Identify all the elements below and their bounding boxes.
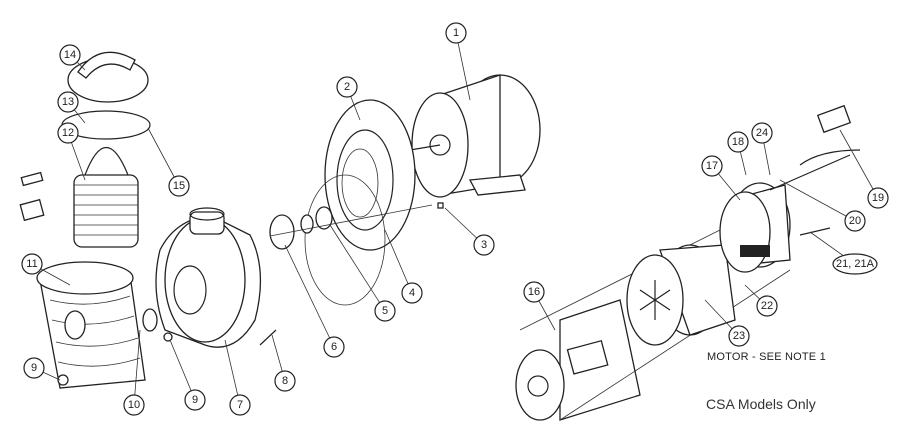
callout-19: 19 (839, 129, 889, 209)
callout-17: 17 (701, 155, 741, 201)
seal-plate (304, 99, 416, 306)
small-hardware (19, 171, 444, 386)
callout-number: 19 (872, 192, 884, 204)
callout-4: 4 (384, 229, 423, 304)
callout-8: 8 (271, 334, 296, 392)
callout-23: 23 (704, 299, 750, 347)
lid-oring-and-lid (61, 51, 151, 140)
callout-14: 14 (59, 44, 86, 71)
callout-22: 22 (744, 284, 778, 317)
leader-line (224, 339, 241, 406)
leader-line (133, 329, 141, 406)
callout-21-21A: 21, 21A (809, 231, 878, 275)
callout-circle (523, 281, 545, 303)
leader-line (169, 339, 196, 401)
callout-circle (168, 175, 190, 197)
callout-circle (756, 295, 778, 317)
callout-number: 14 (64, 49, 76, 61)
callout-circle (473, 234, 495, 256)
callout-circle (23, 357, 45, 379)
callout-number: 8 (282, 375, 288, 387)
callout-circle (229, 394, 251, 416)
callout-number: 6 (331, 341, 337, 353)
callout-circle (832, 253, 878, 275)
callout-15: 15 (147, 127, 190, 197)
callout-2: 2 (336, 76, 361, 121)
callout-number: 22 (761, 300, 773, 312)
leader-line (147, 127, 180, 187)
callout-number: 20 (849, 215, 861, 227)
callout-number: 18 (732, 136, 744, 148)
callout-number: 9 (31, 362, 37, 374)
callout-13: 13 (57, 91, 86, 124)
callout-6: 6 (284, 244, 345, 358)
callout-circle (274, 370, 296, 392)
callout-circle (751, 122, 773, 144)
callout-5: 5 (329, 224, 396, 322)
callout-circle (57, 122, 79, 144)
callout-number: 11 (26, 258, 37, 270)
callout-number: 17 (706, 160, 718, 172)
motor-note: MOTOR - SEE NOTE 1 (707, 351, 826, 363)
callout-number: 9 (192, 394, 198, 406)
callout-number: 4 (409, 287, 415, 299)
impeller-and-seal (269, 204, 433, 250)
callout-number: 16 (528, 286, 540, 298)
callout-24: 24 (751, 122, 773, 176)
callout-number: 24 (756, 127, 768, 139)
callout-circle (727, 131, 749, 153)
callout-circle (21, 253, 43, 275)
callout-1: 1 (445, 22, 471, 101)
pump-motor (409, 74, 541, 198)
callout-number: 13 (62, 96, 74, 108)
callout-3: 3 (444, 207, 495, 256)
callout-circle (728, 325, 750, 347)
callout-circle (374, 300, 396, 322)
callout-circle (336, 76, 358, 98)
leader-line (384, 229, 413, 294)
leader-line (455, 32, 471, 101)
strainer-pot (36, 261, 158, 389)
callout-10: 10 (123, 329, 145, 416)
pump-housing (155, 207, 262, 348)
leader-line (779, 179, 856, 222)
callout-20: 20 (779, 179, 866, 232)
callout-number: 3 (481, 239, 487, 251)
csa-motor (515, 104, 861, 421)
leader-line (839, 129, 879, 199)
callout-circle (184, 389, 206, 411)
leader-line (284, 244, 335, 348)
callout-circle (401, 282, 423, 304)
leader-line (329, 224, 386, 312)
callout-9: 9 (23, 357, 61, 381)
callout-circle (844, 210, 866, 232)
callout-number: 7 (237, 399, 243, 411)
callout-circle (867, 187, 889, 209)
strainer-basket (73, 146, 139, 248)
callout-circle (701, 155, 723, 177)
csa-models-label: CSA Models Only (706, 396, 816, 412)
callout-7: 7 (224, 339, 251, 416)
callout-number: 1 (453, 27, 459, 39)
callout-circle (59, 44, 81, 66)
callout-circle (323, 336, 345, 358)
callout-number: 2 (344, 81, 350, 93)
callout-number: 12 (62, 127, 74, 139)
callout-12: 12 (57, 122, 86, 181)
callout-number: 15 (173, 180, 185, 192)
callout-number: 5 (382, 305, 388, 317)
callout-number: 23 (733, 330, 745, 342)
callout-circle (123, 394, 145, 416)
callout-number: 21, 21A (836, 258, 875, 270)
callout-number: 10 (128, 399, 140, 411)
callout-circle (57, 91, 79, 113)
callout-18: 18 (727, 131, 749, 176)
callout-11: 11 (21, 253, 71, 286)
callout-circle (445, 22, 467, 44)
callout-9: 9 (169, 339, 206, 411)
callout-16: 16 (523, 281, 556, 331)
